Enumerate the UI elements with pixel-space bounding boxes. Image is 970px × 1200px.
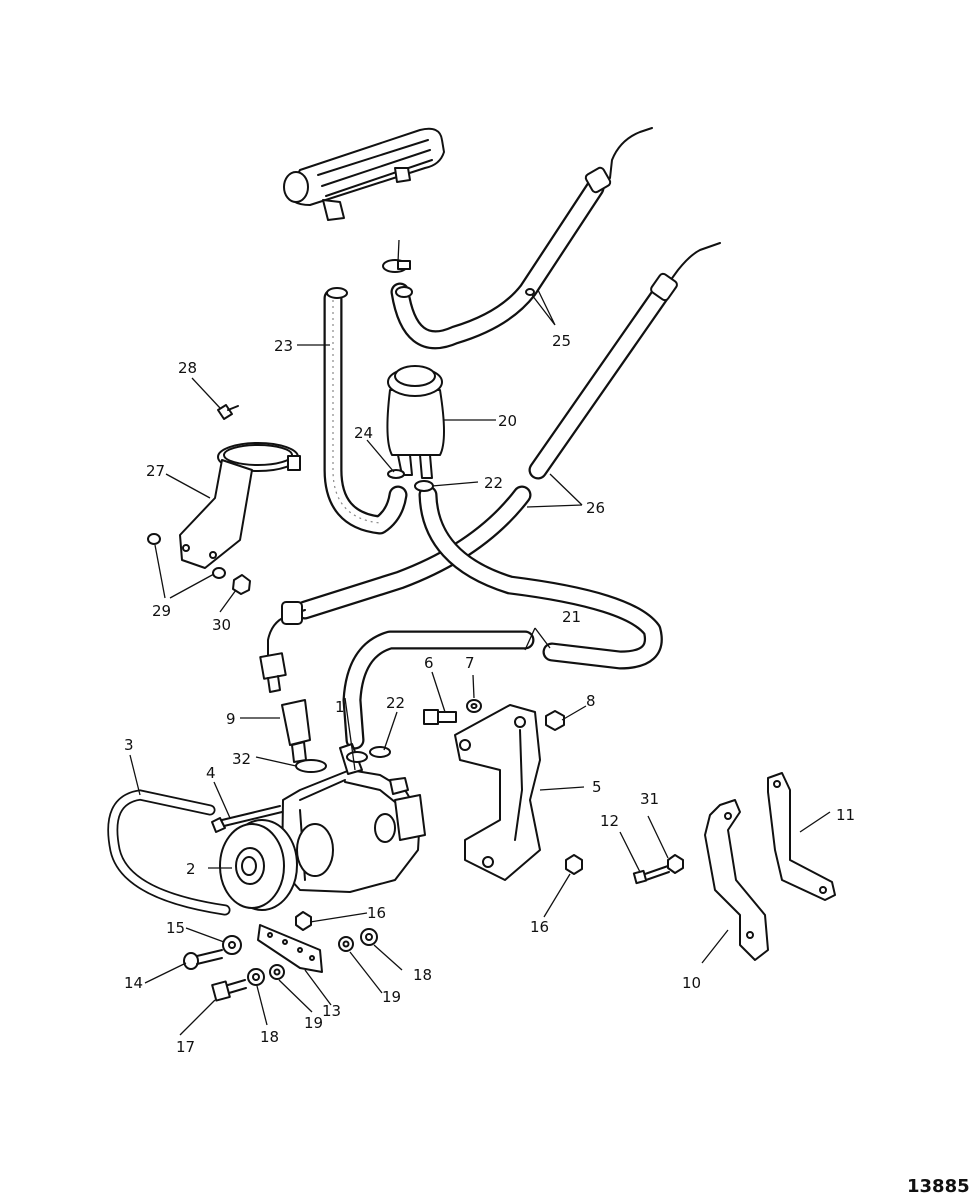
callout-24: 24 — [354, 424, 373, 442]
callout-20: 20 — [498, 412, 517, 430]
bolt-14 — [183, 949, 223, 970]
callout-13: 13 — [322, 1002, 341, 1020]
callout-6: 6 — [424, 654, 434, 672]
nut-8 — [545, 710, 565, 731]
washer-29 — [147, 533, 226, 579]
callout-32: 32 — [232, 750, 251, 768]
clamp-22-lower — [369, 746, 391, 758]
callout-26: 26 — [586, 499, 605, 517]
callout-30: 30 — [212, 616, 231, 634]
plate-10 — [704, 799, 769, 961]
fitting-9 — [259, 652, 311, 763]
callout-15: 15 — [166, 919, 185, 937]
hose-clamp-top — [382, 259, 411, 273]
callout-5: 5 — [592, 778, 602, 796]
callout-14: 14 — [124, 974, 143, 992]
callout-16-b: 16 — [530, 918, 549, 936]
callout-9: 9 — [226, 710, 236, 728]
plate-11 — [767, 772, 836, 901]
nut-16-lower — [295, 911, 312, 931]
pulley-2 — [219, 819, 298, 911]
callout-23: 23 — [274, 337, 293, 355]
plate-13 — [257, 924, 323, 973]
bolt-6 — [423, 709, 457, 725]
callout-18-a: 18 — [260, 1028, 279, 1046]
callout-21: 21 — [562, 608, 581, 626]
figure-number: 13885 — [907, 1176, 970, 1197]
nut-16-right — [565, 854, 583, 875]
callout-11: 11 — [836, 806, 855, 824]
callout-18-b: 18 — [413, 966, 432, 984]
bolt-12 — [632, 865, 670, 885]
callout-4: 4 — [206, 764, 216, 782]
callout-3: 3 — [124, 736, 134, 754]
washer-18 — [247, 928, 378, 986]
leader-lines — [129, 239, 831, 1036]
callout-27: 27 — [146, 462, 165, 480]
callout-2: 2 — [186, 860, 196, 878]
callout-29: 29 — [152, 602, 171, 620]
bolt-4 — [211, 805, 283, 833]
hose-26 — [267, 242, 721, 661]
pump-bracket-5 — [454, 704, 541, 881]
callout-25: 25 — [552, 332, 571, 350]
steering-cylinder — [283, 127, 445, 221]
callout-17: 17 — [176, 1038, 195, 1056]
callout-labels: 1 2 3 4 5 6 7 8 9 10 11 12 13 14 15 16 1… — [124, 332, 855, 1056]
reservoir — [386, 365, 445, 492]
spacer-15 — [222, 935, 242, 955]
callout-31: 31 — [640, 790, 659, 808]
callout-10: 10 — [682, 974, 701, 992]
callout-19-b: 19 — [382, 988, 401, 1006]
nut-30 — [232, 574, 251, 595]
callout-12: 12 — [600, 812, 619, 830]
reservoir-bracket — [179, 442, 301, 569]
hose-23 — [323, 287, 408, 535]
drive-belt-3 — [107, 789, 231, 916]
callout-28: 28 — [178, 359, 197, 377]
hose-25 — [390, 127, 653, 350]
callout-22-a: 22 — [484, 474, 503, 492]
pump-assembly — [281, 743, 426, 893]
callout-22-b: 22 — [386, 694, 405, 712]
callout-7: 7 — [465, 654, 475, 672]
callout-19-a: 19 — [304, 1014, 323, 1032]
hose-21 — [342, 485, 663, 750]
bolt-17 — [211, 979, 247, 1002]
nut-31 — [667, 854, 684, 874]
callout-1: 1 — [335, 698, 345, 716]
screw-28 — [217, 404, 239, 420]
callout-8: 8 — [586, 692, 596, 710]
o-ring-32 — [295, 759, 327, 773]
washer-19 — [269, 936, 354, 980]
washer-7 — [466, 699, 482, 713]
callout-16-a: 16 — [367, 904, 386, 922]
